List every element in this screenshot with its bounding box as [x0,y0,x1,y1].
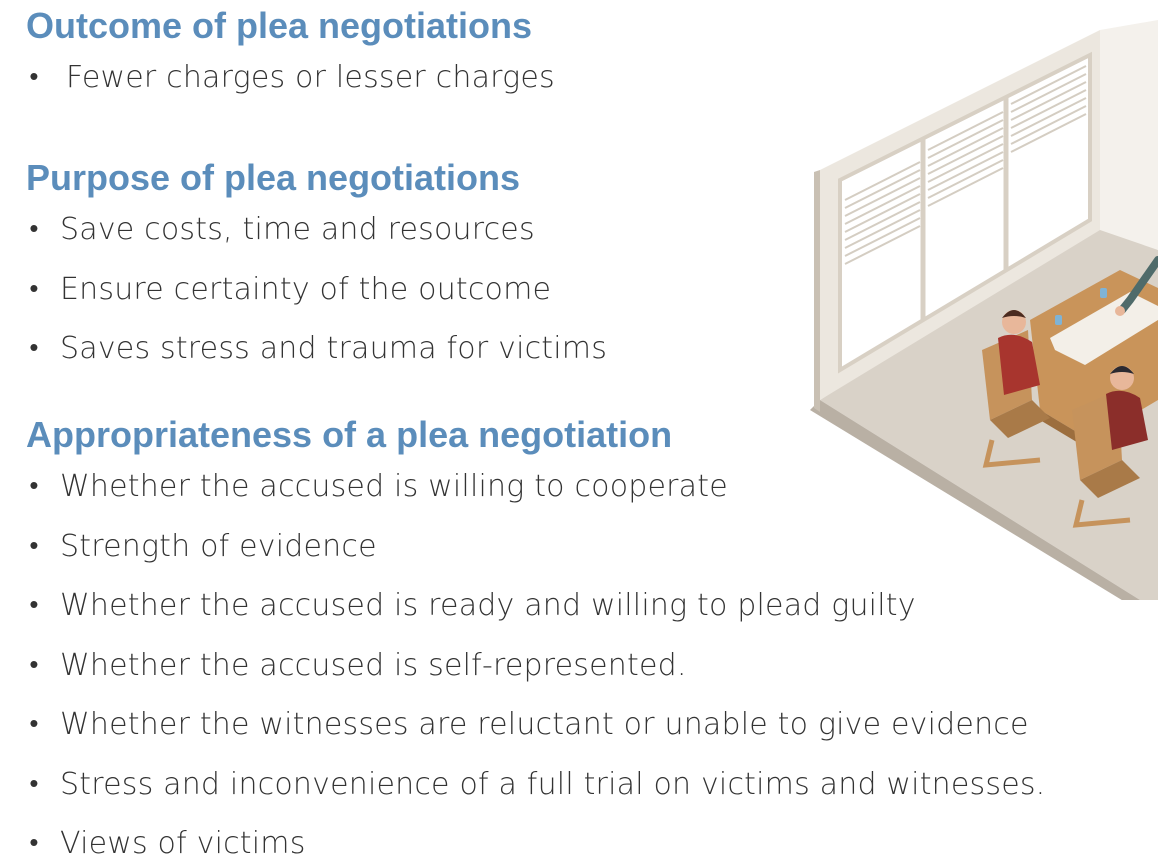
list-item-text: Whether the accused is self-represented. [60,647,687,683]
section-heading: Purpose of plea negotiations [26,157,521,198]
list-item-text: Views of victims [60,826,306,861]
bullet-icon: • [29,530,39,561]
bullet-icon: • [29,273,39,304]
list-item: • Stress and inconvenience of a full tria… [26,755,1045,815]
bullet-icon: • [29,828,39,858]
bullet-list: • Fewer charges or lesser charges [26,48,555,108]
list-item: • Strength of evidence [26,517,1045,577]
list-item-text: Saves stress and trauma for victims [60,331,608,366]
section-heading: Outcome of plea negotiations [26,5,533,46]
list-item-text: Whether the accused is ready and willing… [60,588,916,623]
list-item: • Whether the witnesses are reluctant or … [26,695,1045,755]
list-item-text: Whether the witnesses are reluctant or u… [60,707,1029,742]
person-figure [1118,256,1158,314]
bullet-icon: • [29,333,39,363]
person-figure [1072,366,1148,528]
list-item-text: Stress and inconvenience of a full trial… [60,766,1046,802]
list-item: • Save costs, time and resources [26,200,607,260]
list-item: • Fewer charges or lesser charges [26,48,555,108]
list-item: • Whether the accused is self-represented… [26,636,1045,696]
section-appropriateness: Appropriateness of a plea negotiation • W… [26,413,1045,868]
bullet-icon: • [29,62,39,92]
bullet-icon: • [29,590,39,620]
list-item: • Whether the accused is willing to coope… [26,457,1045,517]
bullet-list: • Save costs, time and resources • Ensure … [26,200,607,379]
cup-shape [1055,315,1062,325]
bullet-icon: • [29,768,39,799]
section-heading: Appropriateness of a plea negotiation [26,414,673,455]
list-item-text: Save costs, time and resources [60,212,535,247]
list-item: • Ensure certainty of the outcome [26,260,607,320]
section-purpose: Purpose of plea negotiations • Save costs… [26,156,607,379]
list-item-text: Whether the accused is willing to cooper… [60,469,728,504]
list-item-text: Strength of evidence [60,528,377,564]
meeting-room-illustration [810,20,1158,600]
bullet-icon: • [29,709,39,739]
bullet-icon: • [29,649,39,680]
list-item: • Views of victims [26,814,1045,868]
list-item: • Whether the accused is ready and willin… [26,576,1045,636]
list-item-text: Ensure certainty of the outcome [60,271,552,307]
window-blinds [844,65,1087,265]
window-shape [838,51,1092,374]
list-item: • Saves stress and trauma for victims [26,319,607,379]
list-item-text: Fewer charges or lesser charges [66,60,555,95]
bullet-list: • Whether the accused is willing to coope… [26,457,1045,868]
bullet-icon: • [29,214,39,244]
bullet-icon: • [29,471,39,501]
section-outcome: Outcome of plea negotiations • Fewer char… [26,4,555,108]
person-figure [982,310,1050,468]
